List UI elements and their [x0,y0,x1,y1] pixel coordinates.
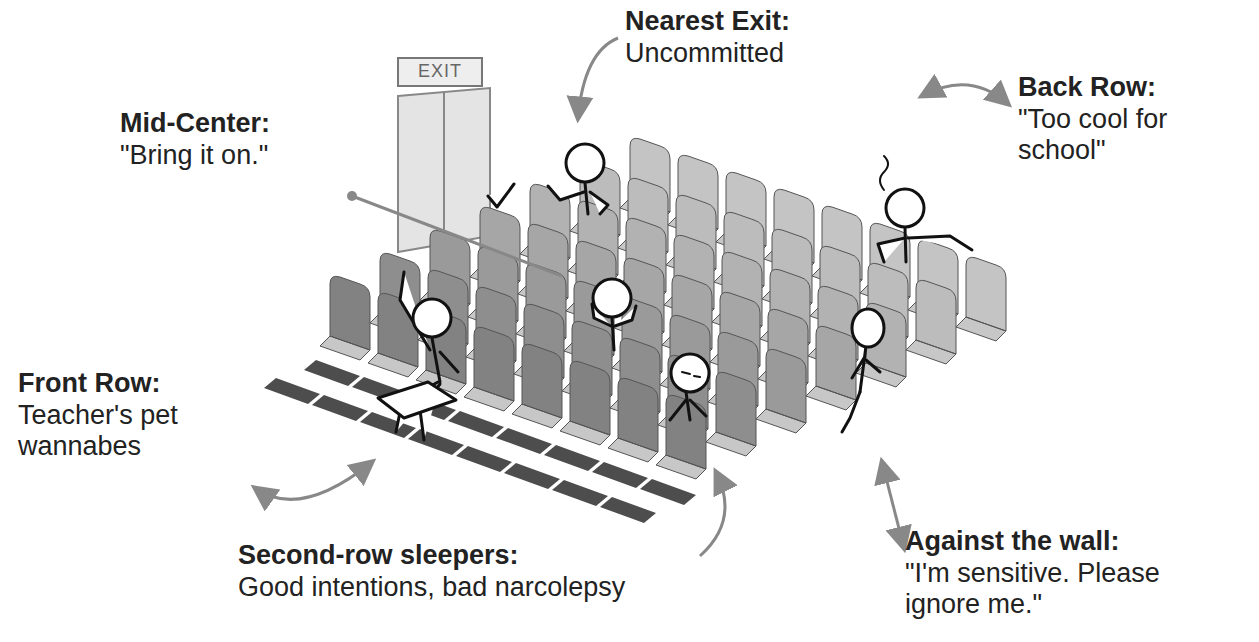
seat [656,395,706,479]
callout-text: Uncommitted [625,38,925,69]
floor-tile [304,360,360,386]
back-row-student [878,156,972,262]
floor-tile [544,445,600,471]
seat [608,378,658,462]
floor-tile [448,411,504,437]
seat [464,327,514,411]
leader-lines [255,38,1008,556]
callout-text: Good intentions, bad narcolepsy [238,572,718,603]
leader-line [882,462,904,548]
exit-sign-text: EXIT [400,61,480,82]
callout-text: "Bring it on." [120,140,380,171]
seat [706,372,756,456]
callout-heading: Front Row: [18,368,258,399]
floor-tile [496,428,552,454]
exit-student [488,144,608,214]
callout-text: "I'm sensitive. Please ignore me." [905,558,1185,620]
floor-tile [504,463,560,489]
seat [806,326,856,410]
leader-line [352,196,562,276]
floor-tile [408,429,464,455]
callout-heading: Nearest Exit: [625,6,925,37]
seat [756,349,806,433]
floor-tile [640,479,696,505]
seat [560,361,610,445]
seat [906,280,956,364]
leader-line [578,38,618,118]
door-split [443,92,445,244]
floor-tile [592,462,648,488]
leader-line [255,462,372,499]
leader-line [922,85,1008,104]
floor-tile [552,480,608,506]
callout-heading: Second-row sleepers: [238,540,658,571]
exit-sign [398,58,482,86]
callout-heading: Against the wall: [905,526,1245,557]
leader-dot [347,191,357,201]
callout-heading: Mid-Center: [120,108,380,139]
mid-center-student [592,279,636,350]
floor-tile [312,395,368,421]
seat [956,257,1006,341]
seat [320,276,370,360]
callout-text: Teacher's pet wannabes [18,400,248,462]
sleeping-student [670,354,709,420]
seat [512,344,562,428]
floor-tile [264,378,320,404]
callout-heading: Back Row: [1018,72,1248,103]
wall-student [842,309,884,432]
front-row-student [378,272,458,440]
exit-door [398,88,490,252]
seat-row [320,276,706,479]
leader-line [700,472,725,556]
floor-tile [600,497,656,523]
floor-tile [456,446,512,472]
callout-text: "Too cool for school" [1018,104,1238,166]
